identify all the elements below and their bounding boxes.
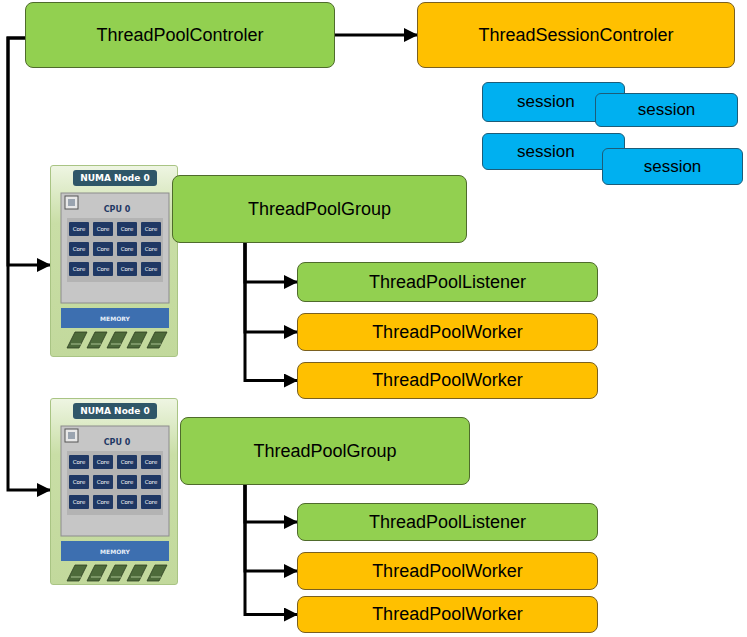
numa-part	[61, 193, 169, 303]
connector-arrow	[245, 243, 297, 282]
numa-part	[65, 429, 78, 442]
numa-part	[91, 344, 101, 345]
listener-box: ThreadPoolListener	[297, 503, 598, 541]
core-label: Core	[117, 222, 137, 236]
core-label: Core	[117, 455, 137, 469]
session-box: session	[602, 148, 743, 185]
box-label: session	[517, 142, 575, 162]
core-label: Core	[141, 262, 161, 276]
box-label: ThreadPoolWorker	[372, 370, 523, 391]
worker-box: ThreadPoolWorker	[297, 552, 598, 590]
core-label: Core	[93, 475, 113, 489]
core-label: Core	[141, 455, 161, 469]
panel-title: NUMA Node 0	[73, 403, 157, 419]
controller-box: ThreadPoolControler	[25, 2, 335, 68]
connector-arrow	[245, 485, 297, 522]
numa-part	[151, 344, 161, 345]
core-label: Core	[117, 242, 137, 256]
core-label: Core	[93, 455, 113, 469]
numa-part	[61, 426, 169, 536]
numa-part	[87, 332, 107, 348]
worker-box: ThreadPoolWorker	[297, 313, 598, 351]
connector-arrow	[245, 243, 297, 332]
session-box: session	[595, 93, 738, 127]
panel-title: NUMA Node 0	[73, 170, 157, 186]
box-label: ThreadPoolGroup	[248, 199, 391, 220]
core-label: Core	[69, 262, 89, 276]
numa-part	[67, 565, 87, 581]
core-label: Core	[93, 242, 113, 256]
box-label: session	[644, 157, 702, 177]
core-label: Core	[69, 475, 89, 489]
core-label: Core	[141, 242, 161, 256]
cpu-label: CPU 0	[95, 202, 139, 216]
numa-part	[87, 565, 107, 581]
numa-part	[68, 432, 75, 439]
numa-part	[71, 344, 81, 345]
box-label: ThreadPoolWorker	[372, 561, 523, 582]
numa-part	[127, 332, 147, 348]
numa-part	[67, 451, 163, 515]
box-label: ThreadPoolControler	[96, 25, 263, 46]
core-label: Core	[93, 222, 113, 236]
session-controller-box: ThreadSessionControler	[417, 2, 735, 68]
connector-arrow	[245, 485, 297, 615]
group-box: ThreadPoolGroup	[180, 417, 470, 485]
worker-box: ThreadPoolWorker	[297, 362, 598, 399]
cpu-label: CPU 0	[95, 435, 139, 449]
numa-part	[68, 199, 75, 206]
numa-part	[67, 332, 87, 348]
core-label: Core	[69, 495, 89, 509]
group-box: ThreadPoolGroup	[172, 175, 467, 243]
numa-part	[127, 565, 147, 581]
core-label: Core	[117, 495, 137, 509]
numa-part	[111, 344, 121, 345]
worker-box: ThreadPoolWorker	[297, 596, 598, 633]
core-label: Core	[69, 455, 89, 469]
numa-node-panel: NUMA Node 0CPU 0CoreCoreCoreCoreCoreCore…	[50, 165, 178, 357]
memory-label: MEMORY	[61, 308, 169, 328]
box-label: ThreadPoolListener	[369, 512, 526, 533]
connector-arrow	[8, 38, 50, 490]
box-label: session	[517, 92, 575, 112]
numa-part	[131, 577, 141, 578]
core-label: Core	[141, 495, 161, 509]
numa-part	[71, 577, 81, 578]
core-label: Core	[117, 475, 137, 489]
numa-part	[147, 332, 167, 348]
core-label: Core	[69, 222, 89, 236]
connector-arrow	[8, 38, 50, 265]
numa-part	[91, 577, 101, 578]
memory-label: MEMORY	[61, 541, 169, 561]
numa-part	[147, 565, 167, 581]
numa-part	[151, 577, 161, 578]
numa-part	[67, 218, 163, 282]
core-label: Core	[93, 495, 113, 509]
core-label: Core	[69, 242, 89, 256]
listener-box: ThreadPoolListener	[297, 262, 598, 302]
box-label: ThreadPoolListener	[369, 272, 526, 293]
numa-part	[107, 332, 127, 348]
box-label: ThreadSessionControler	[478, 25, 673, 46]
connector-arrow	[335, 34, 417, 37]
numa-part	[111, 577, 121, 578]
box-label: ThreadPoolWorker	[372, 322, 523, 343]
numa-node-panel: NUMA Node 0CPU 0CoreCoreCoreCoreCoreCore…	[50, 398, 178, 585]
connector-arrow	[245, 243, 297, 381]
box-label: ThreadPoolWorker	[372, 604, 523, 625]
core-label: Core	[141, 222, 161, 236]
core-label: Core	[93, 262, 113, 276]
numa-part	[65, 196, 78, 209]
connector-arrow	[245, 485, 297, 571]
core-label: Core	[141, 475, 161, 489]
box-label: ThreadPoolGroup	[253, 441, 396, 462]
box-label: session	[638, 100, 696, 120]
numa-part	[131, 344, 141, 345]
core-label: Core	[117, 262, 137, 276]
numa-part	[107, 565, 127, 581]
